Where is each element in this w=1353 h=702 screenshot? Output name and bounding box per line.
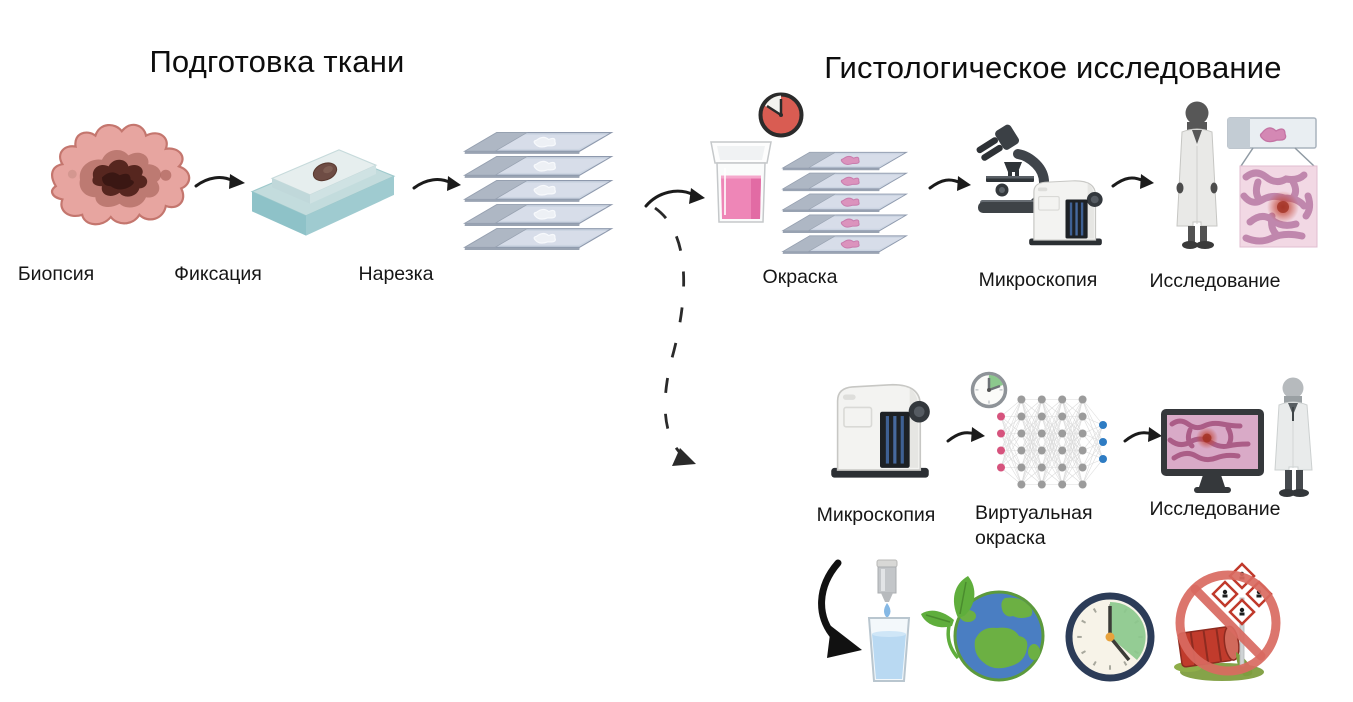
label-sectioning: Нарезка	[358, 263, 434, 285]
examined-slide	[1227, 117, 1317, 149]
label-staining: Окраска	[762, 266, 838, 288]
no-hazardous-chemicals-icon	[1174, 562, 1281, 681]
label-examination: Исследование	[1149, 270, 1281, 292]
monitor-illustration	[1161, 409, 1264, 493]
neural-network-illustration	[997, 395, 1107, 489]
sectioning-slide-stack	[465, 133, 612, 250]
pathologist-figure-digital	[1274, 377, 1313, 497]
curved-arrow-to-benefits	[818, 559, 862, 658]
arrow-biopsy-to-fixation	[194, 174, 245, 189]
arrow-sectioning-to-staining	[644, 188, 705, 208]
label-virtual-staining: Виртуальная окраска	[975, 502, 1093, 549]
arrow-microscopy-to-examination	[1111, 174, 1154, 189]
red-clock-icon	[758, 92, 804, 138]
zoom-line-right	[1294, 147, 1315, 167]
title-histological-examination: Гистологическое исследование	[824, 50, 1282, 85]
label-biopsy: Биопсия	[17, 263, 95, 285]
label-fixation: Фиксация	[174, 263, 262, 285]
stained-slide-stack	[783, 152, 907, 254]
arrow-network-to-monitor	[1123, 427, 1162, 443]
water-drop-glass-icon	[867, 559, 911, 682]
arrow-staining-to-microscopy	[928, 176, 971, 191]
pathologist-figure	[1176, 101, 1218, 249]
label-examination-digital: Исследование	[1149, 498, 1281, 520]
fixation-cassette-illustration	[250, 149, 396, 236]
arrow-fixation-to-sectioning	[412, 176, 461, 191]
label-microscopy-digital: Микроскопия	[816, 504, 936, 526]
dashed-arrow-to-digital-path	[654, 206, 696, 466]
label-microscopy: Микроскопия	[978, 269, 1098, 291]
biopsy-tissue-illustration	[50, 123, 191, 226]
histology-image	[1239, 165, 1318, 248]
eco-earth-icon	[921, 576, 1045, 682]
slide-scanner-large	[829, 383, 932, 480]
time-clock-icon	[1065, 592, 1155, 682]
staining-jar-illustration	[710, 141, 772, 223]
zoom-line-left	[1240, 147, 1254, 167]
slide-scanner-small	[1027, 179, 1104, 247]
title-tissue-preparation: Подготовка ткани	[149, 44, 405, 79]
green-clock-icon	[970, 371, 1008, 409]
arrow-scanner-to-network	[946, 427, 985, 443]
